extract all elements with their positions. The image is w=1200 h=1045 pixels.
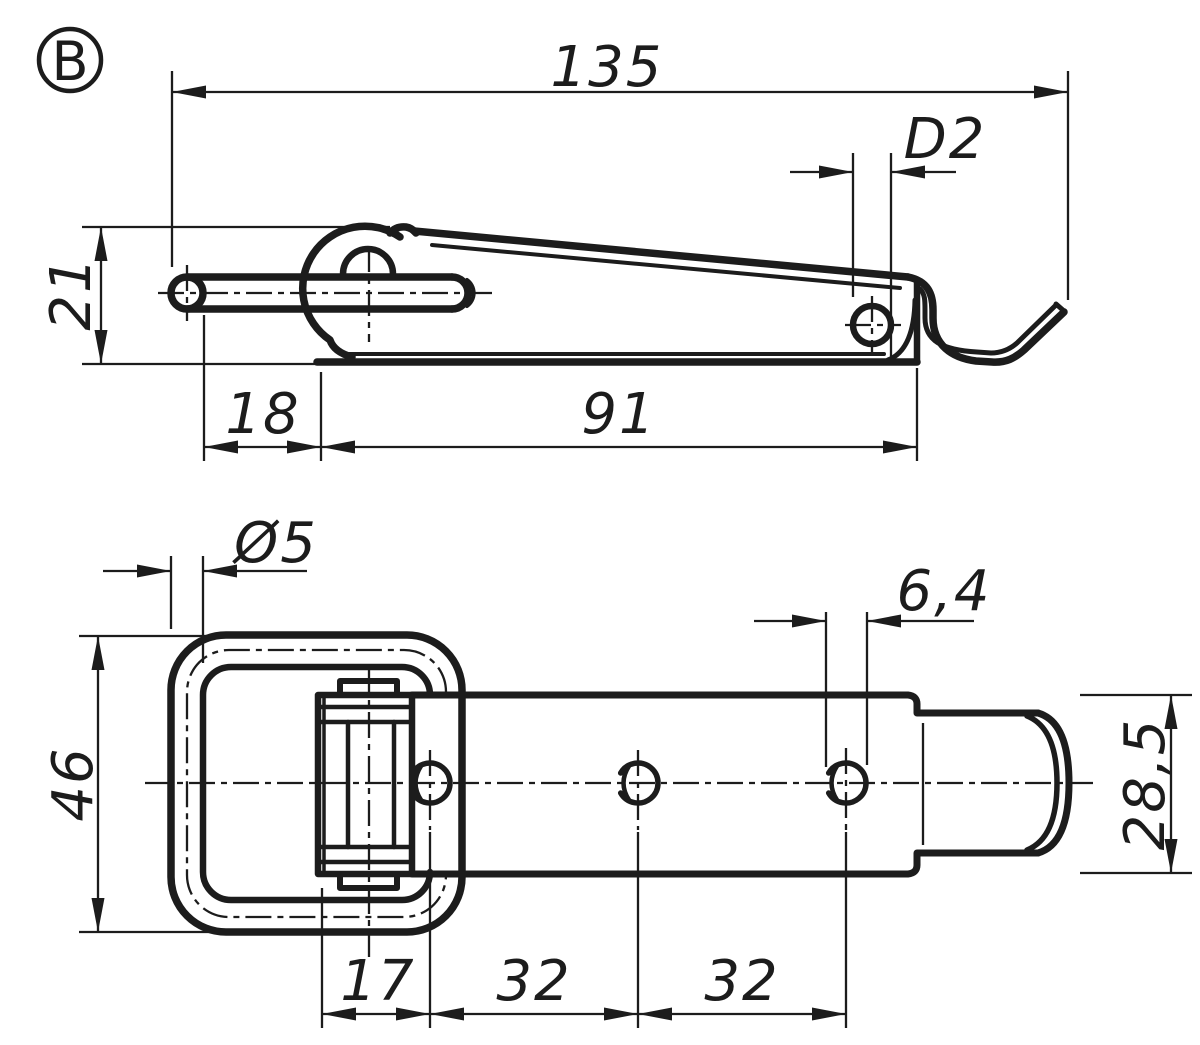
dim-32b-label: 32 (704, 949, 779, 1014)
dim-17-32-32-lines (320, 832, 848, 1028)
end-tab-fillet (885, 297, 918, 363)
hole-3-break-arc (829, 763, 840, 803)
dim-17-32-32-arrows (322, 1007, 846, 1021)
dim-d2-arrows (819, 165, 925, 179)
dim-d2-label: D2 (904, 107, 987, 172)
dim-46-arrows (91, 636, 105, 932)
dim-135-label: 135 (551, 35, 664, 100)
side-view-dimensions: 135 D2 21 18 91 (39, 35, 1070, 461)
strap-bottom-edge (408, 849, 1042, 878)
dim-17-label: 17 (340, 949, 415, 1014)
hole-1-break-arc (413, 763, 424, 803)
dim-21-label: 21 (39, 255, 104, 330)
hook-end-outer-arc (1034, 709, 1073, 857)
dim-46-lines (79, 634, 215, 934)
hole-1 (409, 760, 453, 806)
hook-end-inner-arc (1024, 713, 1060, 853)
flange-top-edge (410, 227, 912, 281)
side-view (158, 222, 1068, 366)
dim-d2-lines (790, 153, 956, 360)
dim-46-label: 46 (41, 746, 106, 821)
hook-tip (1053, 301, 1067, 314)
dim-91-label: 91 (581, 382, 656, 447)
flange-thickness-line (430, 243, 902, 290)
dim-32a-label: 32 (496, 949, 571, 1014)
hole-3 (825, 760, 869, 806)
dim-285-label: 28,5 (1113, 718, 1178, 851)
dim-18-91-arrows (204, 440, 917, 454)
dim-21-lines (82, 225, 390, 366)
hinge-curl-outer (299, 222, 404, 361)
hook-outer (904, 273, 1068, 366)
hinge-curl-inner (339, 245, 397, 278)
plan-view (145, 631, 1093, 957)
hole-2 (617, 760, 661, 806)
roll-seam-lines (317, 704, 413, 865)
dim-dia5-label: Ø5 (232, 511, 318, 576)
bail-rod-left-cap (167, 273, 207, 313)
hook-inner (917, 286, 1059, 356)
hole-2-break-arc (621, 763, 632, 803)
bail-rod-right-cap-inner (465, 278, 476, 308)
view-balloon-label: B (51, 30, 88, 93)
dim-dia5-arrows (137, 564, 237, 578)
dim-21-arrows (94, 227, 108, 364)
dim-18-91-lines (202, 315, 919, 461)
dim-64-arrows (792, 614, 901, 628)
bail-loop-wire-centerline (185, 648, 448, 919)
dim-64-label: 6,4 (896, 559, 991, 624)
dim-18-label: 18 (225, 382, 300, 447)
roll-inner-lines (345, 719, 397, 850)
view-balloon-circle (36, 26, 104, 94)
strap-top-edge (408, 691, 1042, 717)
bail-loop-inner (199, 663, 434, 904)
bail-loop-outer (167, 631, 466, 936)
plan-view-dimensions: Ø5 6,4 46 28,5 17 32 32 (41, 511, 1192, 1028)
dim-64-lines (754, 612, 974, 767)
dim-dia5-lines (103, 556, 307, 663)
dim-135-lines (170, 71, 1070, 300)
bail-rod-right-cap (448, 273, 472, 313)
